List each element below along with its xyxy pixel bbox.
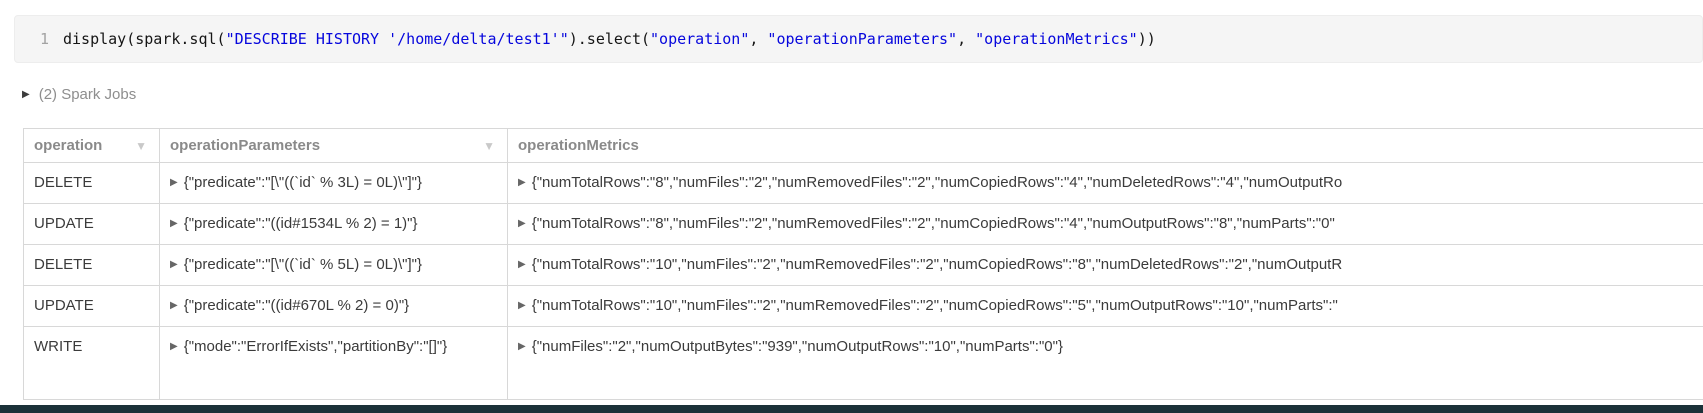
cell-operation: DELETE xyxy=(24,245,160,285)
cell-operationParameters: ▶ {"predicate":"[\"((`id` % 3L) = 0L)\"]"… xyxy=(160,163,508,203)
column-header-label: operationParameters xyxy=(170,137,321,154)
cell-operation: DELETE xyxy=(24,163,160,203)
code-token: "DESCRIBE HISTORY '/home/delta/test1'" xyxy=(225,30,569,48)
expand-icon[interactable]: ▶ xyxy=(170,341,178,352)
results-table: operation ▼ operationParameters ▼ operationM… xyxy=(23,128,1703,400)
cell-operationMetrics: ▶ {"numTotalRows":"8","numFiles":"2","num… xyxy=(508,163,1703,203)
expand-icon[interactable]: ▶ xyxy=(518,341,526,352)
expand-icon[interactable]: ▶ xyxy=(170,300,178,311)
cell-operationParameters: ▶ {"predicate":"[\"((`id` % 5L) = 0L)\"]"… xyxy=(160,245,508,285)
json-value: {"predicate":"((id#670L % 2) = 0)"} xyxy=(183,297,410,314)
cell-operationParameters: ▶ {"predicate":"((id#670L % 2) = 0)"} xyxy=(160,286,508,326)
cell-operation: UPDATE xyxy=(24,286,160,326)
table-header-row: operation ▼ operationParameters ▼ operationM… xyxy=(24,129,1703,163)
column-header-operation[interactable]: operation ▼ xyxy=(24,129,160,162)
code-token: "operationMetrics" xyxy=(975,30,1138,48)
table-row: DELETE ▶ {"predicate":"[\"((`id` % 3L) = 0… xyxy=(24,163,1703,204)
code-cell[interactable]: 1 display(spark.sql("DESCRIBE HISTORY '/… xyxy=(14,15,1703,63)
table-row: DELETE ▶ {"predicate":"[\"((`id` % 5L) = 0… xyxy=(24,245,1703,286)
cell-operation: UPDATE xyxy=(24,204,160,244)
cell-operationMetrics: ▶ {"numFiles":"2","numOutputBytes":"939",… xyxy=(508,327,1703,399)
column-header-label: operation xyxy=(34,137,103,154)
sort-dropdown-icon[interactable]: ▼ xyxy=(135,138,147,153)
expand-icon[interactable]: ▶ xyxy=(518,259,526,270)
caret-right-icon: ▶ xyxy=(22,89,30,100)
sort-dropdown-icon[interactable]: ▼ xyxy=(483,138,495,153)
expand-icon[interactable]: ▶ xyxy=(518,218,526,229)
code-token: ).select( xyxy=(568,30,651,48)
table-row: UPDATE ▶ {"predicate":"((id#1534L % 2) = 1… xyxy=(24,204,1703,245)
json-value: {"predicate":"[\"((`id` % 5L) = 0L)\"]"} xyxy=(183,256,422,273)
json-value: {"numFiles":"2","numOutputBytes":"939","… xyxy=(531,338,1063,355)
spark-jobs-toggle[interactable]: ▶ (2) Spark Jobs xyxy=(22,86,136,103)
json-value: {"numTotalRows":"8","numFiles":"2","numR… xyxy=(531,215,1335,232)
code-line[interactable]: display(spark.sql("DESCRIBE HISTORY '/ho… xyxy=(63,30,1156,48)
expand-icon[interactable]: ▶ xyxy=(170,177,178,188)
cell-operationParameters: ▶ {"mode":"ErrorIfExists","partitionBy":"… xyxy=(160,327,508,399)
column-header-operationParameters[interactable]: operationParameters ▼ xyxy=(160,129,508,162)
bottom-bar xyxy=(0,405,1703,413)
code-token: display(spark.sql( xyxy=(63,30,226,48)
expand-icon[interactable]: ▶ xyxy=(518,177,526,188)
json-value: {"predicate":"[\"((`id` % 3L) = 0L)\"]"} xyxy=(183,174,422,191)
cell-operationMetrics: ▶ {"numTotalRows":"10","numFiles":"2","nu… xyxy=(508,245,1703,285)
json-value: {"mode":"ErrorIfExists","partitionBy":"[… xyxy=(183,338,448,355)
code-token: "operation" xyxy=(650,30,750,48)
expand-icon[interactable]: ▶ xyxy=(170,218,178,229)
column-header-operationMetrics[interactable]: operationMetrics xyxy=(508,129,1703,162)
code-token: , xyxy=(957,30,976,48)
table-body: DELETE ▶ {"predicate":"[\"((`id` % 3L) = 0… xyxy=(24,163,1703,399)
cell-operationMetrics: ▶ {"numTotalRows":"8","numFiles":"2","num… xyxy=(508,204,1703,244)
json-value: {"predicate":"((id#1534L % 2) = 1)"} xyxy=(183,215,418,232)
code-token: , xyxy=(749,30,768,48)
line-number: 1 xyxy=(39,30,49,48)
json-value: {"numTotalRows":"10","numFiles":"2","num… xyxy=(531,297,1338,314)
cell-operationParameters: ▶ {"predicate":"((id#1534L % 2) = 1)"} xyxy=(160,204,508,244)
spark-jobs-label: (2) Spark Jobs xyxy=(38,86,137,103)
cell-operation: WRITE xyxy=(24,327,160,399)
code-token: "operationParameters" xyxy=(767,30,958,48)
expand-icon[interactable]: ▶ xyxy=(170,259,178,270)
table-row: UPDATE ▶ {"predicate":"((id#670L % 2) = 0)… xyxy=(24,286,1703,327)
expand-icon[interactable]: ▶ xyxy=(518,300,526,311)
json-value: {"numTotalRows":"10","numFiles":"2","num… xyxy=(531,256,1343,273)
column-header-label: operationMetrics xyxy=(518,137,639,154)
code-token: )) xyxy=(1137,30,1156,48)
json-value: {"numTotalRows":"8","numFiles":"2","numR… xyxy=(531,174,1343,191)
table-row: WRITE ▶ {"mode":"ErrorIfExists","partition… xyxy=(24,327,1703,399)
cell-operationMetrics: ▶ {"numTotalRows":"10","numFiles":"2","nu… xyxy=(508,286,1703,326)
